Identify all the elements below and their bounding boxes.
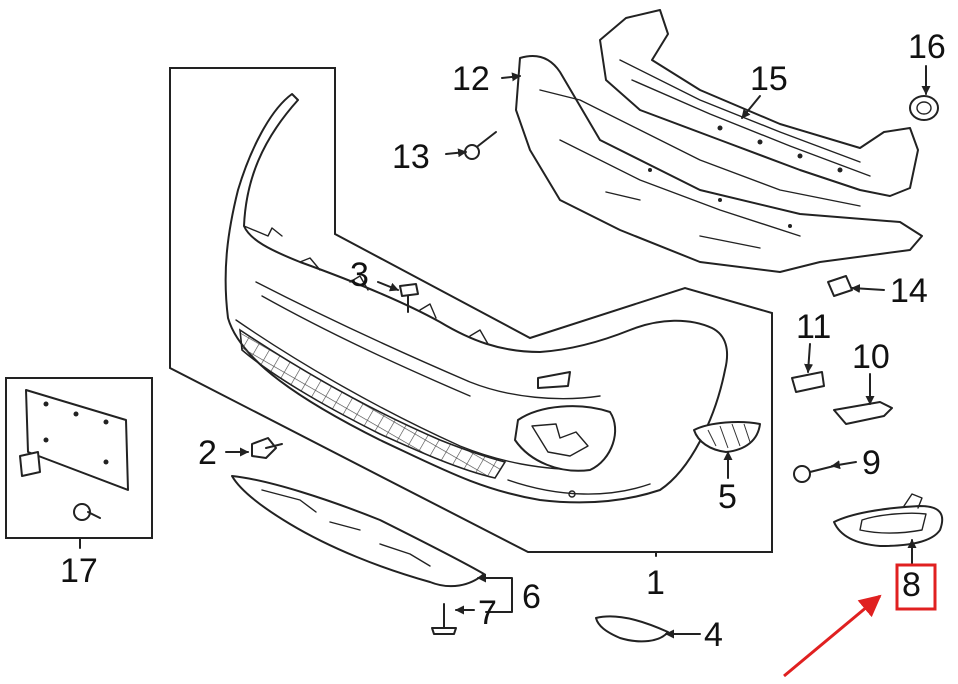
part-11-cap	[791, 371, 825, 393]
highlight-box	[895, 563, 937, 611]
callout-2: 2	[198, 434, 217, 472]
callout-10: 10	[852, 338, 890, 376]
part-16-grommet	[909, 95, 939, 121]
part-7-fastener	[431, 603, 457, 635]
part-9-screw	[793, 465, 835, 483]
part-14-clip	[827, 275, 853, 297]
callout-17: 17	[60, 552, 98, 590]
part-6-undertray	[231, 475, 485, 588]
callout-14: 14	[890, 272, 928, 310]
part-15-beam	[599, 9, 919, 197]
callout-7: 7	[478, 594, 497, 632]
callout-3: 3	[350, 256, 369, 294]
callout-16: 16	[908, 28, 946, 66]
callout-6: 6	[522, 578, 541, 616]
callout-8: 8	[902, 566, 921, 604]
part-12-absorber	[515, 54, 923, 273]
part-10-bracket	[833, 401, 893, 425]
part-3-clip	[399, 283, 419, 313]
callout-12: 12	[452, 60, 490, 98]
part-17-plate-bracket	[19, 389, 129, 521]
callout-1: 1	[646, 564, 665, 602]
callout-5: 5	[718, 478, 737, 516]
part-2-bolt	[251, 437, 283, 459]
part-5-vent	[693, 421, 761, 453]
callout-15: 15	[750, 60, 788, 98]
part-4-trim	[595, 615, 669, 643]
part-8-bezel	[833, 493, 944, 547]
callout-4: 4	[704, 616, 723, 654]
bumper-assembly-box	[169, 67, 773, 553]
bumper-cover	[224, 93, 729, 504]
leader-lines	[79, 65, 931, 639]
callout-9: 9	[862, 444, 881, 482]
highlight-arrow	[783, 594, 882, 678]
callout-13: 13	[392, 138, 430, 176]
callout-11: 11	[796, 308, 831, 346]
part-13-bolt	[464, 131, 497, 160]
